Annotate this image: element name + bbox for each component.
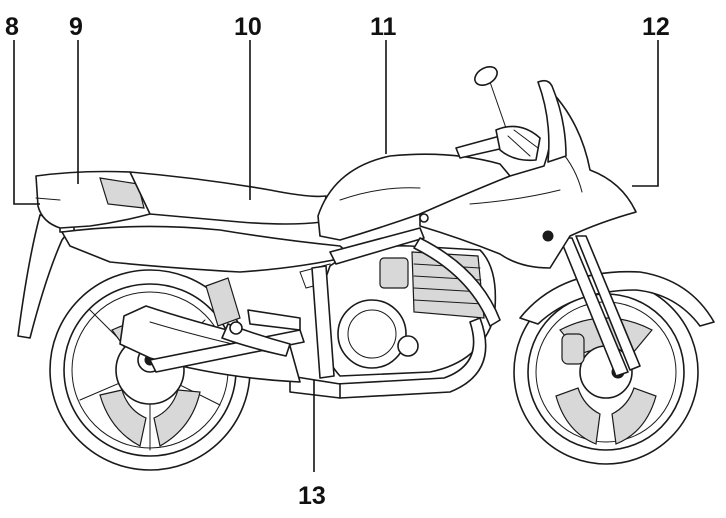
rear-cowl (35, 170, 151, 229)
swing-arm (149, 277, 305, 373)
frame-down-tube (311, 265, 335, 379)
front-fairing (419, 83, 637, 269)
front-wheel (513, 279, 699, 465)
side-panel (61, 225, 353, 273)
rear-wheel (49, 269, 251, 471)
callout-8: 8 (5, 13, 19, 41)
engine (317, 245, 497, 377)
frame-tube (329, 227, 425, 265)
rear-mudguard (17, 214, 75, 339)
callout-13: 13 (298, 482, 326, 510)
windscreen (537, 79, 567, 163)
callout-11: 11 (370, 13, 397, 41)
fuel-tank (317, 153, 511, 241)
leader-line-8 (13, 40, 40, 205)
leader-line-12 (632, 40, 659, 187)
callout-9: 9 (69, 13, 83, 41)
handlebar (455, 125, 541, 162)
mirror (474, 66, 507, 129)
footpeg-bracket (247, 309, 301, 331)
callout-10: 10 (234, 13, 262, 41)
seat (129, 171, 327, 225)
leader-lines (13, 40, 659, 472)
exhaust-pipes (289, 317, 487, 399)
callout-12: 12 (642, 13, 670, 41)
callout-numbers: 8 9 10 11 12 13 (5, 13, 670, 510)
